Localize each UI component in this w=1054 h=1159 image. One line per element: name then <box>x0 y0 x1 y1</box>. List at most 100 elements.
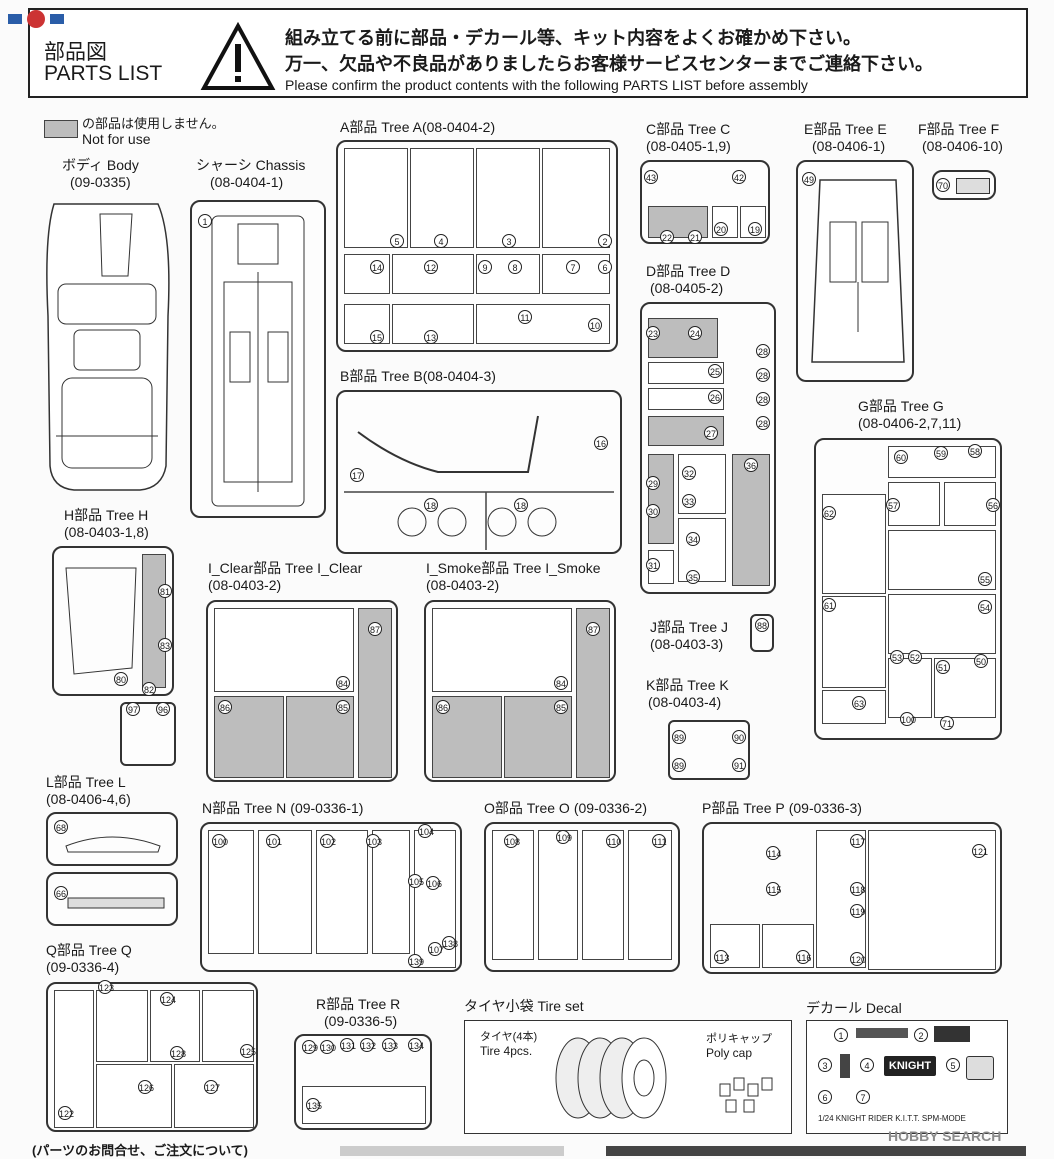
warning-line-2: 万一、欠品や不良品がありましたらお客様サービスセンターまでご連絡下さい。 <box>285 54 933 74</box>
tree-i-clear-windshield <box>214 608 354 692</box>
part-number: 35 <box>686 570 700 584</box>
tree-d-cell <box>678 518 726 582</box>
part-number: 3 <box>818 1058 832 1072</box>
part-number: 5 <box>390 234 404 248</box>
legend-en: Not for use <box>82 131 151 147</box>
part-number: 31 <box>646 558 660 572</box>
tree-a-cell <box>410 148 474 248</box>
part-number: 85 <box>554 700 568 714</box>
part-number: 9 <box>478 260 492 274</box>
cap-label-jp: ポリキャップ <box>706 1033 772 1045</box>
tree-o-cell <box>492 830 534 960</box>
tire-set-title: タイヤ小袋 Tire set <box>464 998 584 1014</box>
part-number: 84 <box>554 676 568 690</box>
part-number: 130 <box>320 1040 336 1054</box>
tree-q: 123 124 128 125 126 127 122 <box>46 980 258 1132</box>
tree-i-clear-cell-unused <box>358 608 392 778</box>
part-number: 86 <box>436 700 450 714</box>
tree-o-cell <box>538 830 578 960</box>
part-number: 60 <box>894 450 908 464</box>
part-number: 14 <box>370 260 384 274</box>
tree-name: I_Smoke部品 Tree I_Smoke <box>426 560 601 576</box>
tree-code: (08-0406-10) <box>922 138 1003 154</box>
tree-code: (08-0403-1,8) <box>64 524 149 540</box>
part-number: 13 <box>424 330 438 344</box>
tree-label-l: L部品 Tree L (08-0406-4,6) <box>46 774 131 808</box>
part-number: 115 <box>766 882 781 896</box>
tree-r-cell <box>302 1086 426 1124</box>
part-number: 66 <box>54 886 68 900</box>
tree-code: (08-0404-3) <box>422 368 496 384</box>
tree-b: 17 16 18 18 <box>336 390 622 554</box>
part-number: 59 <box>934 446 948 460</box>
tree-q-cell <box>96 1064 172 1128</box>
part-number: 54 <box>978 600 992 614</box>
tree-f: 70 <box>932 170 996 200</box>
part-number: 5 <box>946 1058 960 1072</box>
part-number: 24 <box>688 326 702 340</box>
part-number: 111 <box>652 834 667 848</box>
part-number: 28 <box>756 344 770 358</box>
part-number: 87 <box>368 622 382 636</box>
part-number: 62 <box>822 506 836 520</box>
decal-dash-strip <box>856 1028 908 1038</box>
part-number: 84 <box>336 676 350 690</box>
part-number: 127 <box>204 1080 220 1094</box>
tree-q-cell <box>54 990 94 1128</box>
tree-p: 121 114 117 115 118 119 113 116 120 <box>702 822 1002 974</box>
tree-l-1: 68 <box>46 812 178 866</box>
tree-label-chassis: シャーシ Chassis (08-0404-1) <box>196 157 305 191</box>
page-title-en: PARTS LIST <box>44 62 163 85</box>
header-box <box>28 8 1028 98</box>
tree-name: L部品 Tree L <box>46 774 126 790</box>
part-number: 120 <box>850 952 866 966</box>
tree-a-cell <box>344 148 408 248</box>
tree-code: (08-0406-4,6) <box>46 791 131 807</box>
part-number: 129 <box>302 1040 318 1054</box>
part-number: 11 <box>518 310 532 324</box>
cap-label-en: Poly cap <box>706 1046 753 1060</box>
tree-n: 100 101 102 103 104 105 106 107 138 139 <box>200 822 462 972</box>
part-number: 82 <box>142 682 156 696</box>
part-number: 125 <box>240 1044 256 1058</box>
tree-label-g: G部品 Tree G (08-0406-2,7,11) <box>858 398 961 432</box>
part-number: 80 <box>114 672 128 686</box>
part-number: 113 <box>714 950 729 964</box>
part-number: 110 <box>606 834 621 848</box>
tree-g-cell <box>822 596 886 688</box>
footer-bar-dark <box>606 1146 1026 1156</box>
watermark: HOBBY SEARCH <box>888 1128 1002 1144</box>
tree-label-r: R部品 Tree R (09-0336-5) <box>316 996 400 1030</box>
tree-code: (09-0336-3) <box>788 800 862 816</box>
tree-code: (08-0404-2) <box>421 119 496 135</box>
tree-o-cell <box>582 830 624 960</box>
tree-label-d: D部品 Tree D (08-0405-2) <box>646 263 730 297</box>
warning-line-3: Please confirm the product contents with… <box>285 77 808 93</box>
part-number: 2 <box>598 234 612 248</box>
part-number: 100 <box>900 712 916 726</box>
tree-d-cell-unused <box>732 454 770 586</box>
tree-d-cell <box>648 362 724 384</box>
part-number: 90 <box>732 730 746 744</box>
part-number: 10 <box>588 318 602 332</box>
part-number: 114 <box>766 846 781 860</box>
part-number: 58 <box>968 444 982 458</box>
tree-n-cell <box>258 830 312 954</box>
tree-name: G部品 Tree G <box>858 398 944 414</box>
part-number: 12 <box>424 260 438 274</box>
tree-h-cell-unused <box>142 554 166 688</box>
part-number: 87 <box>586 622 600 636</box>
tree-n-cell <box>208 830 254 954</box>
plate-text: KNIGHT <box>888 1060 932 1072</box>
tree-h: 81 83 80 82 <box>52 546 174 696</box>
part-number: 139 <box>408 954 424 968</box>
part-number: 83 <box>158 638 172 652</box>
tree-label-j: J部品 Tree J (08-0403-3) <box>650 619 728 653</box>
part-number: 27 <box>704 426 718 440</box>
part-number: 89 <box>672 730 686 744</box>
part-number: 42 <box>732 170 746 184</box>
tree-code: (09-0336-2) <box>573 800 647 816</box>
tree-d-cell <box>648 388 724 410</box>
part-number: 116 <box>796 950 811 964</box>
part-number: 108 <box>504 834 520 848</box>
